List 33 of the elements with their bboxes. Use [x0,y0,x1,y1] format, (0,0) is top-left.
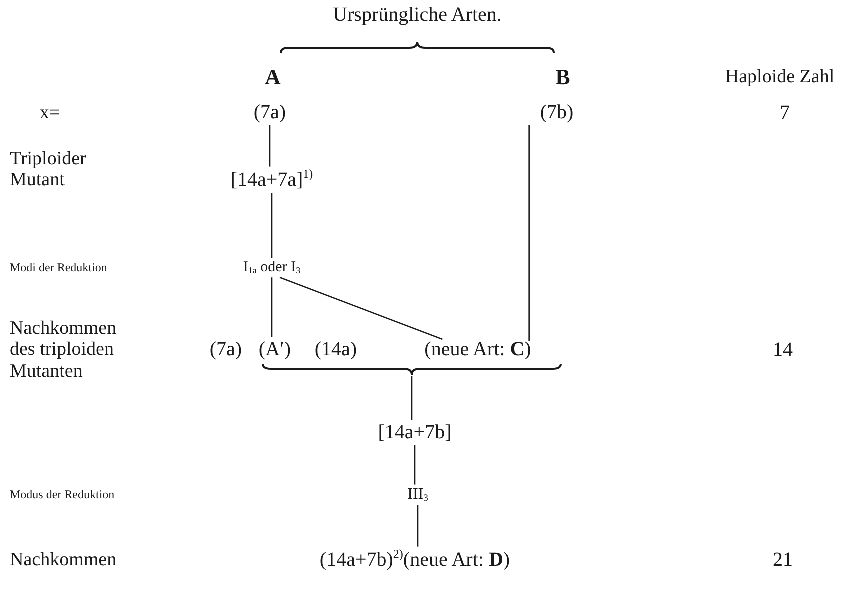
row-label: Nachkommen des triploiden Mutanten [10,318,118,382]
column-heading: Haploide Zahl [725,66,835,88]
genome-formula: [14a+7b] [376,420,454,446]
row-label: Triploider Mutant [10,148,88,192]
new-species-formula: (neue Art: C) [422,338,534,362]
connector-line [417,505,419,547]
row-label: x= [40,102,60,124]
reduction-mode: I$_{1a}$ oder I$_{3}$ [241,258,303,278]
row-label: Modi der Reduktion [10,261,108,275]
genome-formula: (7a) [252,100,288,126]
chromosome-number: 7 [780,102,790,124]
row-label: Modus der Reduktion [10,488,115,502]
species-letter: A [263,63,283,91]
genome-formula: (7a) [208,338,244,362]
row-label: Nachkommen [10,549,117,571]
genome-formula: (7b) [538,100,576,126]
connector-line [414,446,416,485]
connector-line [271,278,273,338]
reduction-mode: III$_{3}$ [406,484,430,506]
genome-formula: [14a+7a]$^{1)}$ [228,166,316,194]
chromosome-number: 14 [773,338,793,362]
connector-line [280,277,443,340]
connector-line [269,126,271,167]
new-species-formula: (14a+7b)$^{2)}$(neue Art: D) [318,546,512,574]
connector-line [411,376,413,420]
species-letter: B [554,63,572,91]
heading: Ursprüngliche Arten. [333,4,502,27]
connector-line [271,193,273,258]
chromosome-number: 21 [773,548,793,572]
curly-brace [262,364,562,376]
genome-formula: (A′) [256,338,294,362]
connector-line [528,126,530,342]
genome-formula: (14a) [312,338,360,362]
